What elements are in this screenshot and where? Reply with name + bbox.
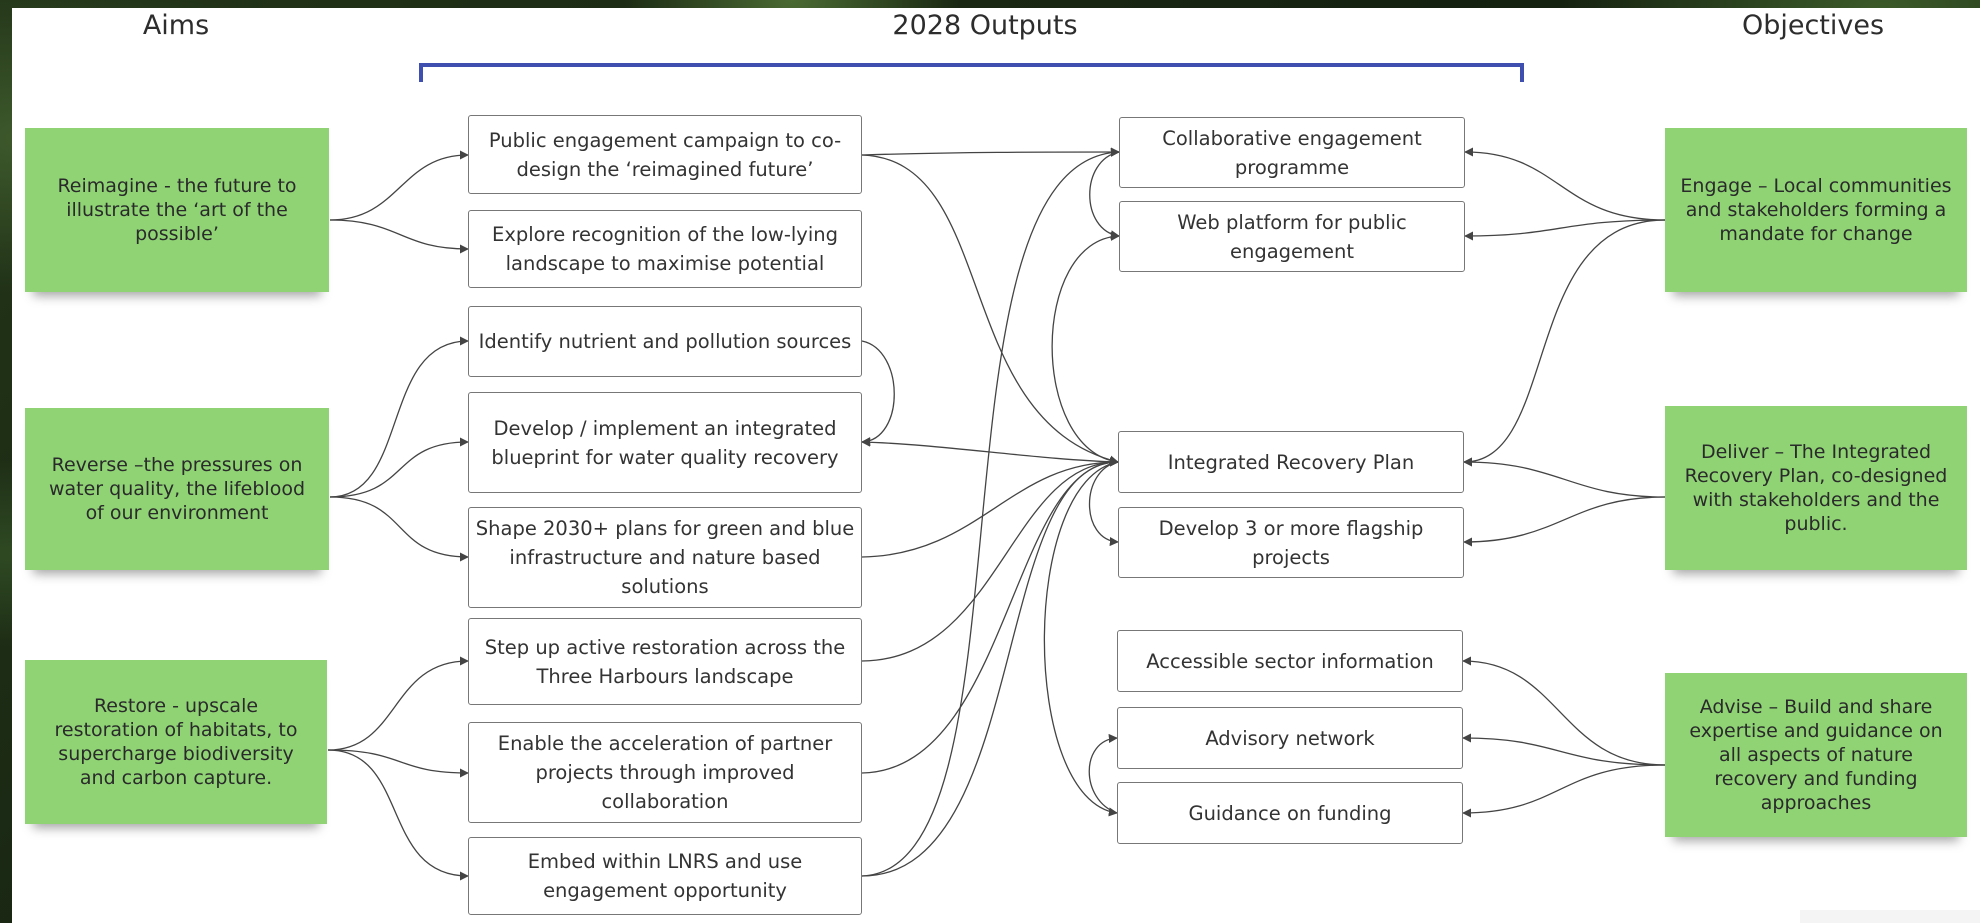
connector-L1-to-R3	[861, 154, 1119, 465]
connector-R3-to-R4-loop	[1089, 461, 1119, 547]
connector-aim-restore-to-L6	[327, 656, 469, 751]
connector-aim-restore-to-L8	[327, 749, 469, 881]
output-box-partner-projects[interactable]: Enable the acceleration of partner proje…	[468, 722, 862, 823]
connector-R1-to-R2-loop	[1089, 151, 1120, 240]
connector-L3-to-L4-loop	[861, 340, 895, 447]
output-box-integrated-recovery-plan[interactable]: Integrated Recovery Plan	[1118, 431, 1464, 493]
connector-aim-restore-to-L7	[327, 749, 469, 778]
output-box-flagship-projects[interactable]: Develop 3 or more flagship projects	[1118, 507, 1464, 578]
connector-aim-reverse-to-L5	[329, 496, 469, 562]
objective-note-engage[interactable]: Engage – Local communities and stakehold…	[1665, 128, 1967, 292]
output-box-advisory-network[interactable]: Advisory network	[1117, 707, 1463, 769]
connector-R3-to-R7	[1043, 461, 1119, 817]
output-box-identify-nutrient-sources[interactable]: Identify nutrient and pollution sources	[468, 306, 862, 377]
connector-L5-to-R3	[861, 457, 1119, 558]
connector-deliver-to-R3	[1463, 457, 1666, 498]
connector-L6-to-R3	[861, 457, 1119, 662]
connector-engage-to-R1	[1464, 147, 1666, 221]
connector-R3-to-L4	[861, 437, 1119, 463]
output-box-water-quality-blueprint[interactable]: Develop / implement an integrated bluepr…	[468, 392, 862, 493]
connector-L7-to-R3	[861, 457, 1119, 774]
output-box-embed-lnrs[interactable]: Embed within LNRS and use engagement opp…	[468, 837, 862, 915]
output-box-web-platform[interactable]: Web platform for public engagement	[1119, 201, 1465, 272]
diagram-board	[12, 8, 1980, 923]
connector-aim-reverse-to-L4	[329, 437, 469, 498]
connector-advise-to-R7	[1462, 764, 1666, 818]
aim-note-restore[interactable]: Restore - upscale restoration of habitat…	[25, 660, 327, 824]
objective-note-advise[interactable]: Advise – Build and share expertise and g…	[1665, 673, 1967, 837]
connector-engage-to-R3	[1463, 219, 1666, 467]
connector-L1-to-R1	[861, 147, 1120, 157]
connector-R2-from-R3	[1051, 231, 1120, 463]
output-box-shape-2030-plans[interactable]: Shape 2030+ plans for green and blue inf…	[468, 507, 862, 608]
connector-aim-reverse-to-L3	[329, 336, 469, 498]
connector-aim-reimagine-to-L2	[329, 219, 469, 254]
output-box-collaborative-engagement[interactable]: Collaborative engagement programme	[1119, 117, 1465, 188]
outputs-header: 2028 Outputs	[892, 10, 1078, 41]
connector-aim-reimagine-to-L1	[329, 150, 469, 221]
output-box-guidance-on-funding[interactable]: Guidance on funding	[1117, 782, 1463, 844]
aims-header: Aims	[142, 10, 210, 41]
connector-advise-to-R5	[1462, 656, 1666, 766]
connector-R7-to-R6-loop	[1088, 733, 1118, 814]
output-box-public-engagement-campaign[interactable]: Public engagement campaign to co-design …	[468, 115, 862, 194]
aim-note-reimagine[interactable]: Reimagine - the future to illustrate the…	[25, 128, 329, 292]
connector-deliver-to-R4	[1463, 496, 1666, 547]
minimap-panel	[1800, 910, 1980, 923]
outputs-bracket	[419, 63, 1524, 82]
output-box-active-restoration[interactable]: Step up active restoration across the Th…	[468, 618, 862, 705]
connector-engage-to-R2	[1464, 219, 1666, 241]
connector-L8-to-R1	[861, 147, 1120, 877]
output-box-sector-information[interactable]: Accessible sector information	[1117, 630, 1463, 692]
connector-advise-to-R6	[1462, 733, 1666, 766]
aim-note-reverse[interactable]: Reverse –the pressures on water quality,…	[25, 408, 329, 570]
objectives-header: Objectives	[1741, 10, 1885, 41]
objective-note-deliver[interactable]: Deliver – The Integrated Recovery Plan, …	[1665, 406, 1967, 570]
connector-L8-to-R3	[861, 457, 1119, 877]
output-box-explore-recognition[interactable]: Explore recognition of the low-lying lan…	[468, 210, 862, 288]
